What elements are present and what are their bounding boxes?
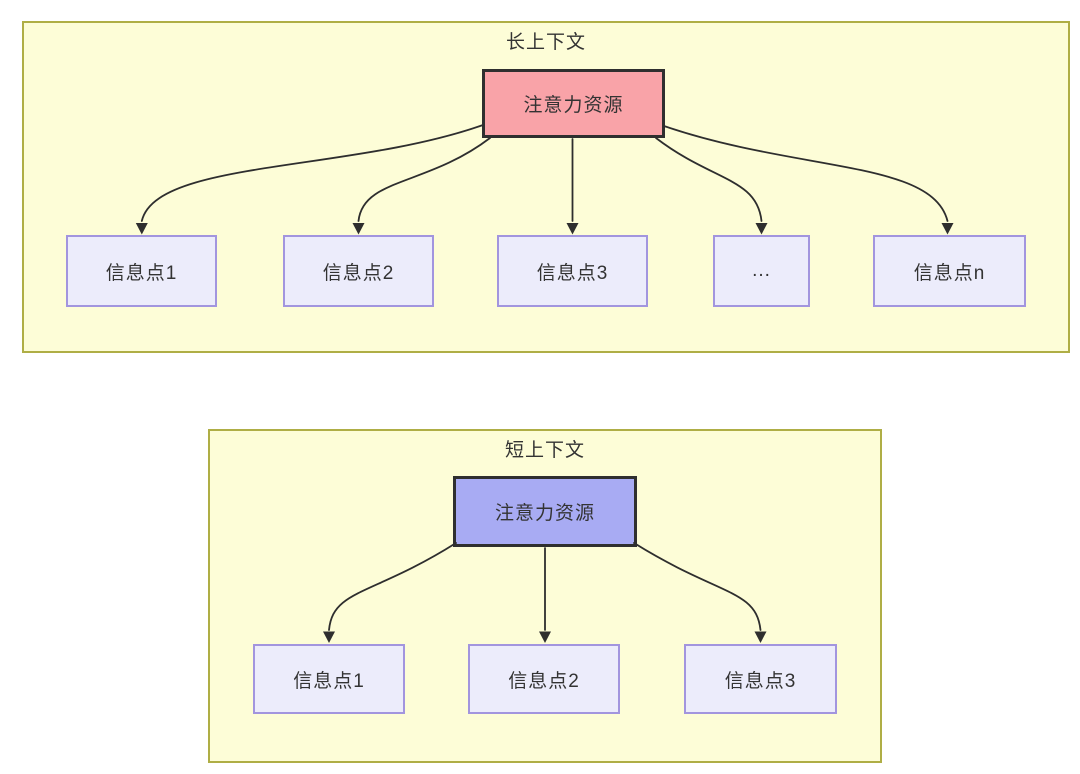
long-info-node-ellipsis: ... [713,235,810,307]
long-info-node-3: 信息点3 [497,235,648,307]
long-context-title: 长上下文 [505,32,586,53]
long-info-node-3-label: 信息点3 [536,262,609,284]
long-info-node-2: 信息点2 [283,235,434,307]
short-info-node-3-label: 信息点3 [724,670,797,692]
short-info-node-1-label: 信息点1 [293,670,365,692]
long-context-panel: 长上下文 注意力资源 信息点1 信息点2 信息点3 ... 信息点n [22,21,1070,353]
attention-resource-box-long: 注意力资源 [482,69,665,138]
long-info-node-1: 信息点1 [66,235,217,307]
attention-resource-label: 注意力资源 [523,95,624,116]
long-info-node-n-label: 信息点n [913,262,986,284]
attention-resource-box-short: 注意力资源 [453,476,637,547]
short-context-title: 短上下文 [504,440,585,461]
short-info-node-2-label: 信息点2 [508,670,580,692]
attention-resource-label: 注意力资源 [494,503,595,524]
short-context-panel: 短上下文 注意力资源 信息点1 信息点2 信息点3 [208,429,882,763]
long-info-node-1-label: 信息点1 [105,262,178,284]
long-info-node-2-label: 信息点2 [322,262,395,284]
short-info-node-1: 信息点1 [253,644,405,714]
long-info-node-n: 信息点n [873,235,1026,307]
long-info-node-ellipsis-label: ... [752,260,771,281]
short-info-node-3: 信息点3 [684,644,837,714]
short-info-node-2: 信息点2 [468,644,620,714]
